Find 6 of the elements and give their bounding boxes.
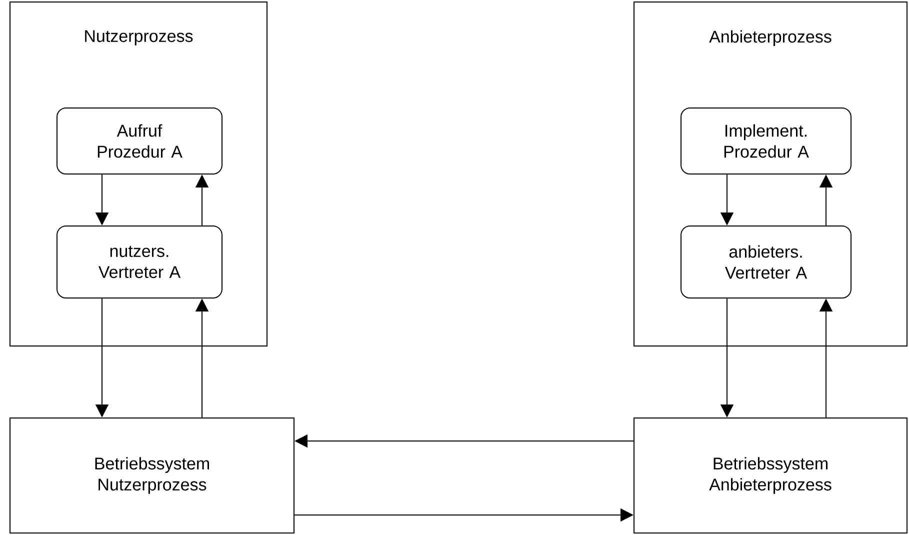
procedure-box: anbieters. Vertreter A <box>680 226 852 298</box>
procedure-box: Aufruf Prozedur A <box>56 108 222 174</box>
procedure-box: Implement. Prozedur A <box>680 108 852 174</box>
system-box: Betriebssystem Anbieterprozess <box>634 418 908 534</box>
procedure-box: nutzers. Vertreter A <box>56 226 222 298</box>
system-box: Betriebssystem Nutzerprozess <box>10 418 294 534</box>
